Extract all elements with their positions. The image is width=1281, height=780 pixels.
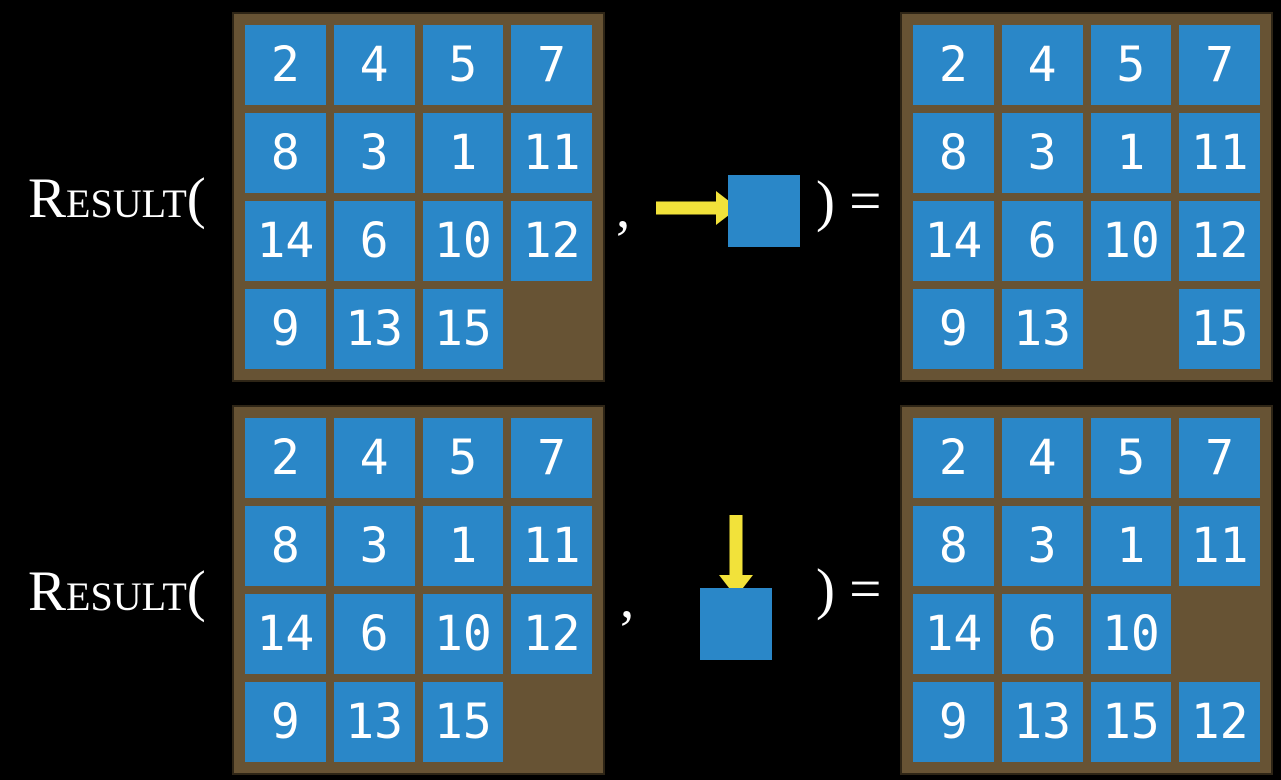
tile-12: 12 [1179, 201, 1260, 281]
empty-cell [511, 289, 592, 369]
tile-2: 2 [913, 418, 994, 498]
tile-9: 9 [913, 682, 994, 762]
tile-15: 15 [422, 682, 504, 762]
tile-5: 5 [422, 418, 504, 498]
move-down-arrow-icon [719, 515, 753, 597]
tile-1: 1 [422, 506, 504, 586]
tile-8: 8 [913, 506, 994, 586]
tile-4: 4 [333, 418, 415, 498]
tile-7: 7 [511, 25, 592, 105]
tile-2: 2 [913, 25, 994, 105]
tile-9: 9 [245, 289, 326, 369]
tile-5: 5 [1090, 25, 1172, 105]
tile-12: 12 [511, 594, 592, 674]
tile-3: 3 [333, 113, 415, 193]
tile-3: 3 [1001, 506, 1083, 586]
tile-3: 3 [333, 506, 415, 586]
tile-12: 12 [1179, 682, 1260, 762]
tile-12: 12 [511, 201, 592, 281]
tile-1: 1 [422, 113, 504, 193]
tile-9: 9 [913, 289, 994, 369]
tile-1: 1 [1090, 506, 1172, 586]
tile-13: 13 [333, 682, 415, 762]
tile-7: 7 [511, 418, 592, 498]
tile-10: 10 [422, 201, 504, 281]
tile-10: 10 [422, 594, 504, 674]
tile-9: 9 [245, 682, 326, 762]
tile-11: 11 [1179, 113, 1260, 193]
tile-8: 8 [245, 506, 326, 586]
tile-6: 6 [333, 201, 415, 281]
tile-13: 13 [1001, 682, 1083, 762]
move-right-arrow-icon [656, 191, 738, 225]
tile-5: 5 [422, 25, 504, 105]
tile-14: 14 [245, 201, 326, 281]
tile-4: 4 [1001, 25, 1083, 105]
tile-15: 15 [1090, 682, 1172, 762]
tile-11: 11 [511, 506, 592, 586]
tile-5: 5 [1090, 418, 1172, 498]
comma-separator: , [620, 567, 635, 630]
result-function-label: Result( [28, 560, 206, 623]
tile-14: 14 [913, 201, 994, 281]
close-paren-equals: ) = [816, 558, 882, 621]
tile-11: 11 [1179, 506, 1260, 586]
tile-7: 7 [1179, 418, 1260, 498]
empty-cell [1179, 594, 1260, 674]
tile-2: 2 [245, 25, 326, 105]
tile-7: 7 [1179, 25, 1260, 105]
tile-14: 14 [245, 594, 326, 674]
moved-tile-square [700, 588, 772, 660]
comma-separator: , [616, 177, 631, 240]
tile-14: 14 [913, 594, 994, 674]
tile-3: 3 [1001, 113, 1083, 193]
tile-13: 13 [1001, 289, 1083, 369]
empty-cell [1091, 289, 1172, 369]
tile-4: 4 [333, 25, 415, 105]
tile-10: 10 [1090, 594, 1172, 674]
tile-6: 6 [1001, 201, 1083, 281]
result-function-label: Result( [28, 167, 206, 230]
tile-4: 4 [1001, 418, 1083, 498]
tile-6: 6 [1001, 594, 1083, 674]
tile-15: 15 [422, 289, 504, 369]
tile-8: 8 [245, 113, 326, 193]
close-paren-equals: ) = [816, 170, 882, 233]
tile-2: 2 [245, 418, 326, 498]
tile-1: 1 [1090, 113, 1172, 193]
moved-tile-square [728, 175, 800, 247]
tile-11: 11 [511, 113, 592, 193]
tile-8: 8 [913, 113, 994, 193]
tile-6: 6 [333, 594, 415, 674]
tile-13: 13 [333, 289, 415, 369]
tile-15: 15 [1179, 289, 1260, 369]
tile-10: 10 [1090, 201, 1172, 281]
empty-cell [511, 682, 592, 762]
